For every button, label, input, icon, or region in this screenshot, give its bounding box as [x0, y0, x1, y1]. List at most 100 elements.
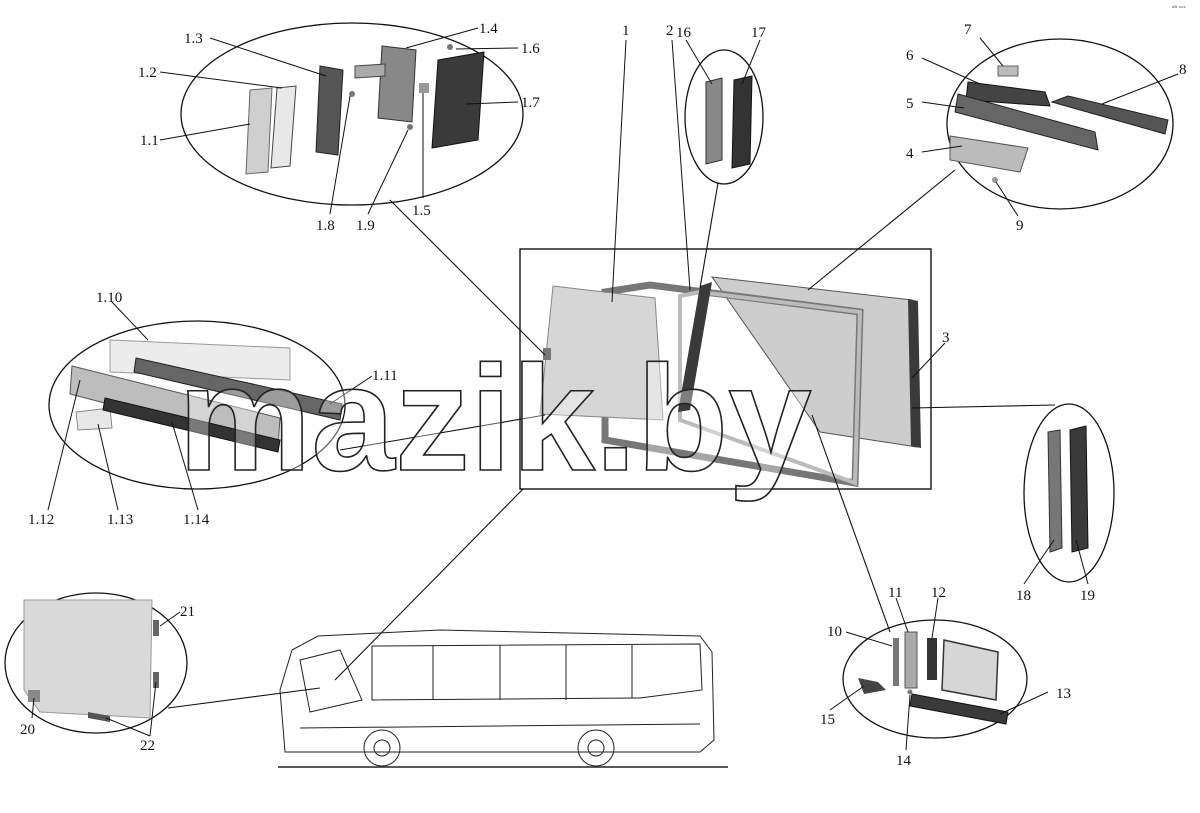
label-8: 8 — [1179, 62, 1187, 78]
label-3: 3 — [942, 330, 950, 346]
glass-panel-1 — [539, 285, 664, 421]
label-9: 9 — [1016, 218, 1024, 234]
part-20 — [28, 690, 40, 702]
label-7: 7 — [964, 22, 972, 38]
label-20: 20 — [20, 722, 35, 738]
part-1-6 — [447, 44, 453, 50]
label-17: 17 — [751, 25, 767, 41]
connector-bus-to-frame — [334, 488, 524, 681]
label-1-6: 1.6 — [521, 41, 540, 57]
ellipse-top-right — [946, 38, 1174, 210]
leader-20 — [31, 697, 35, 719]
leader-1-9 — [367, 129, 409, 215]
label-6: 6 — [906, 48, 914, 64]
label-1-8: 1.8 — [316, 218, 335, 234]
label-4: 4 — [906, 146, 914, 162]
label-22: 22 — [140, 738, 155, 754]
ellipse-latch — [180, 22, 524, 206]
leader-21 — [159, 611, 181, 627]
connector-bottom-right — [811, 414, 891, 633]
label-1-11: 1.11 — [372, 368, 398, 384]
callout-labels: 1.1 1.2 1.3 1.4 1.5 1.6 1.7 1.8 1.9 1.10… — [20, 21, 1187, 769]
connector-top-right — [807, 169, 956, 291]
part-9 — [992, 177, 998, 183]
part-11 — [904, 631, 918, 689]
part-13 — [909, 693, 1009, 725]
assembly-frame-box — [519, 248, 932, 490]
part-1-8 — [349, 91, 355, 97]
part-5 — [954, 93, 1099, 151]
leader-1-8 — [329, 95, 351, 215]
label-1-7: 1.7 — [521, 95, 540, 111]
leader-13 — [999, 691, 1049, 715]
label-16: 16 — [676, 25, 692, 41]
leader-1-12 — [47, 379, 81, 511]
connector-16-17 — [699, 182, 719, 289]
main-window-assembly — [519, 248, 932, 490]
label-12: 12 — [931, 585, 946, 601]
leader-11 — [895, 597, 909, 633]
leader-lines — [31, 27, 1179, 751]
leader-3 — [911, 342, 946, 379]
label-1-9: 1.9 — [356, 218, 375, 234]
part-12 — [927, 638, 937, 680]
leader-22b — [105, 717, 151, 737]
part-7 — [997, 65, 1019, 77]
leader-1-2 — [159, 71, 283, 89]
detail-ellipse-bottom-right — [842, 619, 1028, 739]
seal-strip-3 — [908, 299, 921, 448]
ellipse-left — [48, 320, 346, 490]
connector-bus-to-bottom-left — [167, 687, 321, 709]
bus-side-view — [278, 629, 728, 768]
detail-ellipse-16-17 — [684, 49, 764, 185]
leader-17 — [741, 39, 761, 85]
leader-1-1 — [159, 123, 251, 141]
part-1-5 — [419, 83, 429, 93]
label-13: 13 — [1056, 686, 1071, 702]
part-4 — [949, 135, 1029, 173]
label-1-13: 1.13 — [107, 512, 133, 528]
leader-1-10 — [111, 301, 149, 341]
label-1-14: 1.14 — [183, 512, 210, 528]
detail-ellipse-left — [48, 320, 346, 490]
part-18 — [1047, 429, 1063, 553]
part-19 — [1069, 425, 1089, 553]
connector-18-19 — [911, 404, 1056, 409]
leader-1 — [611, 39, 627, 303]
label-21: 21 — [180, 604, 195, 620]
part-22-lower — [88, 712, 110, 722]
seal-strip-left — [678, 282, 712, 412]
leader-2 — [671, 39, 691, 291]
label-14: 14 — [896, 753, 912, 769]
label-15: 15 — [820, 712, 835, 728]
leader-1-13 — [97, 423, 119, 511]
label-18: 18 — [1016, 588, 1031, 604]
bus-side-line — [299, 723, 701, 729]
bus-windows-band — [371, 643, 703, 701]
leader-1-4 — [405, 27, 479, 49]
part-8 — [1050, 95, 1169, 135]
leader-22a — [149, 681, 157, 737]
label-1-5: 1.5 — [412, 203, 431, 219]
leader-16 — [685, 39, 713, 85]
part-1-3 — [315, 65, 344, 156]
part-1-11 — [133, 357, 343, 421]
leader-6 — [921, 57, 981, 85]
leader-14 — [905, 694, 911, 751]
ellipse-18-19 — [1023, 403, 1115, 583]
part-6 — [965, 81, 1051, 107]
leader-4 — [921, 145, 963, 153]
part-1-7 — [431, 51, 485, 149]
frame-2-inner — [678, 289, 863, 486]
leader-9 — [995, 181, 1019, 217]
part-14 — [907, 689, 913, 695]
watermark-text: mazik.by — [178, 334, 812, 502]
connector-latch-to-glass — [389, 199, 546, 356]
label-1-2: 1.2 — [138, 65, 157, 81]
label-10: 10 — [827, 624, 842, 640]
connector-left — [339, 414, 546, 451]
label-1: 1 — [622, 23, 630, 39]
part-1-4-bracket — [354, 63, 386, 79]
